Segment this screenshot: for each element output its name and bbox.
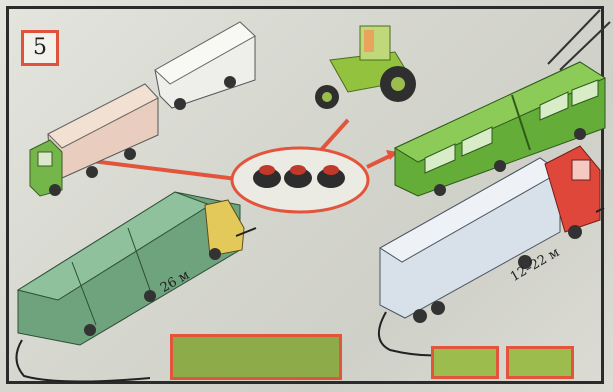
truck-with-trailers [30,22,255,196]
answer-slot-main[interactable] [170,334,342,380]
task-number-box: 5 [21,30,59,66]
trolley-wires [548,10,610,70]
answer-slot-a[interactable] [431,346,499,379]
answer-slot-b[interactable] [506,346,574,379]
tractor [315,26,416,109]
task-number: 5 [33,35,47,60]
center-oval [232,148,368,212]
